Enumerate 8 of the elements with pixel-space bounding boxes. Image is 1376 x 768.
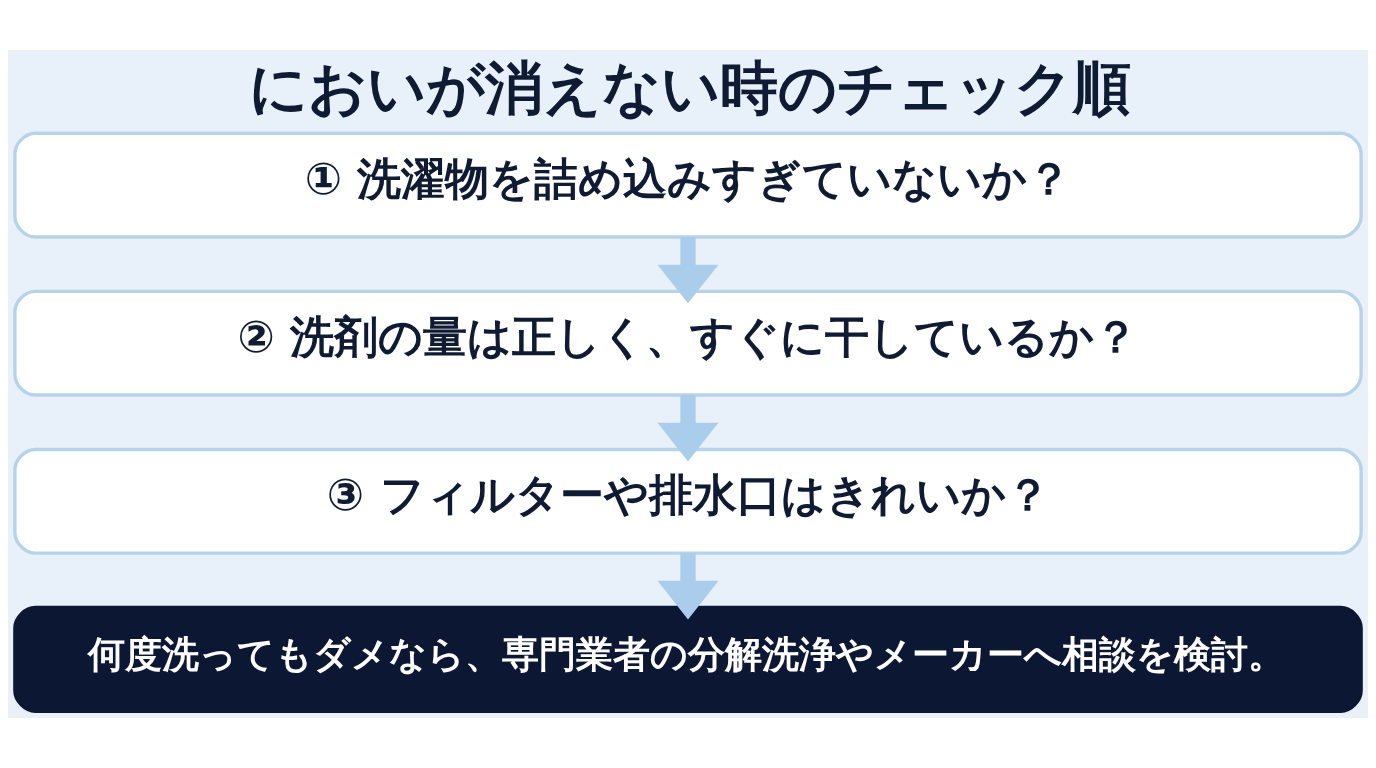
arrow	[657, 553, 719, 620]
node-box: ① 洗濯物を詰め込みすぎていないか？	[13, 131, 1363, 239]
node-box: 何度洗ってもダメなら、専門業者の分解洗浄やメーカーへ相談を検討。	[13, 605, 1363, 713]
arrow	[657, 395, 719, 462]
node-box: ② 洗剤の量は正しく、すぐに干しているか？	[13, 289, 1363, 397]
node-box: ③ フィルターや排水口はきれいか？	[13, 447, 1363, 555]
arrow	[657, 237, 719, 304]
diagram-title: においが消えない時のチェック順	[249, 54, 1132, 123]
